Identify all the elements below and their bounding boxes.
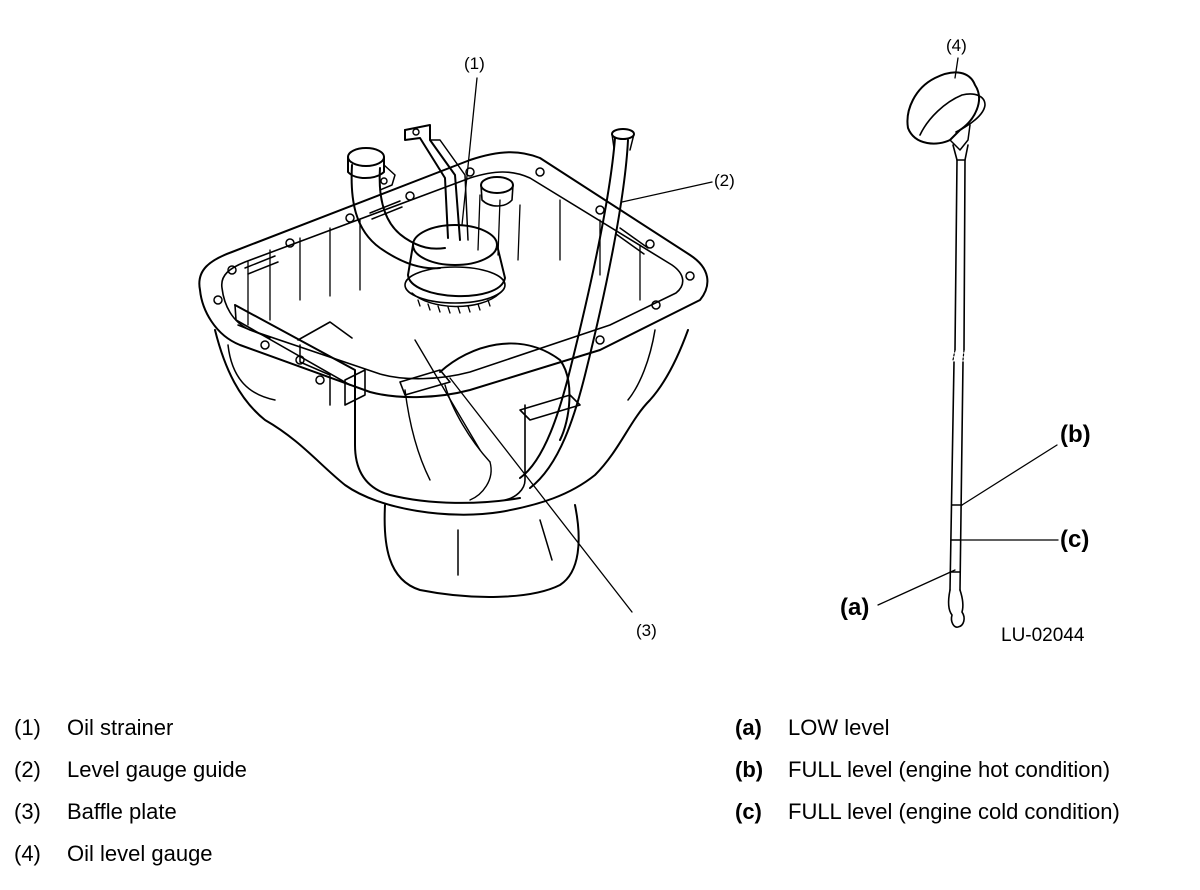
- legend-key: (2): [14, 757, 41, 782]
- figure-id: LU-02044: [1001, 625, 1085, 646]
- legend-key: (4): [14, 841, 41, 866]
- legend-item-level-gauge-guide: (2) Level gauge guide: [14, 754, 247, 796]
- callout-b: (b): [1060, 421, 1091, 448]
- legend-text: FULL level (engine hot condition): [788, 757, 1111, 782]
- callout-1: (1): [464, 54, 485, 73]
- legend-key: (3): [14, 799, 41, 824]
- baffle-plate: [234, 304, 581, 504]
- oil-pan-illustration: [198, 57, 1059, 628]
- oil-level-gauge: [906, 71, 986, 628]
- callout-4: (4): [946, 36, 967, 55]
- callout-c: (c): [1060, 526, 1090, 553]
- legend-key: (1): [14, 715, 41, 740]
- callout-3: (3): [636, 621, 657, 640]
- legend-text: Oil strainer: [67, 715, 174, 740]
- oil-pan: [198, 151, 709, 598]
- legend-key: (a): [735, 715, 762, 740]
- legend-text: Baffle plate: [67, 799, 177, 824]
- legend-item-full-level-hot: (b) FULL level (engine hot condition): [735, 754, 1120, 796]
- legend-right: (a) LOW level (b) FULL level (engine hot c…: [735, 712, 1120, 838]
- legend-key: (c): [735, 799, 762, 824]
- legend-left: (1) Oil strainer (2) Level gauge guide (3)…: [14, 712, 247, 880]
- legend-text: Oil level gauge: [67, 841, 213, 866]
- legend-item-oil-strainer: (1) Oil strainer: [14, 712, 247, 754]
- legend-text: FULL level (engine cold condition): [788, 799, 1120, 824]
- level-gauge-guide: [480, 128, 635, 489]
- legend-text: Level gauge guide: [67, 757, 247, 782]
- leader-lines: [449, 57, 1059, 613]
- legend-key: (b): [735, 757, 764, 782]
- legend-text: LOW level: [788, 715, 890, 740]
- callout-2: (2): [714, 171, 735, 190]
- legend-item-oil-level-gauge: (4) Oil level gauge: [14, 838, 247, 880]
- legend-item-low-level: (a) LOW level: [735, 712, 1120, 754]
- callout-a: (a): [840, 594, 870, 621]
- legend-item-full-level-cold: (c) FULL level (engine cold condition): [735, 796, 1120, 838]
- flange-bolt-holes: [213, 167, 695, 385]
- oil-strainer: [347, 124, 506, 314]
- legend-item-baffle-plate: (3) Baffle plate: [14, 796, 247, 838]
